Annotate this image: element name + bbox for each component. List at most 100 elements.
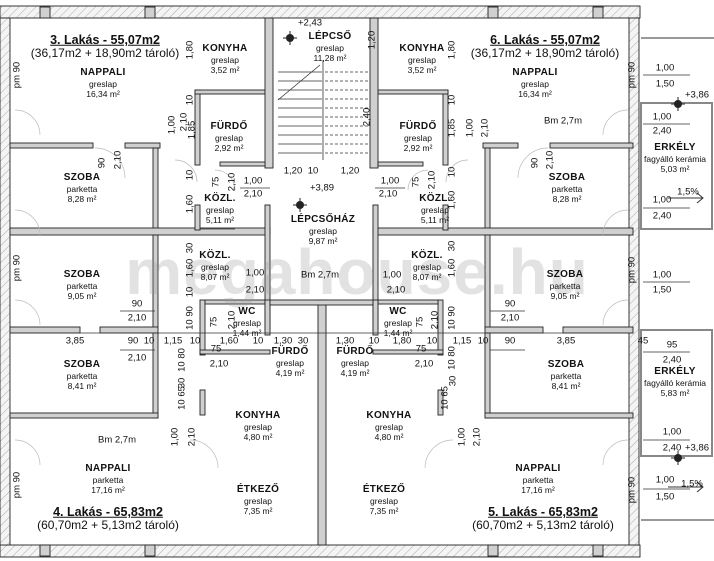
room-name: KÖZL. [419, 193, 451, 204]
dimension-label: 1,15 [452, 335, 472, 347]
dimension-label: 1,00 [652, 269, 672, 281]
dimension-label: 1,30 [273, 335, 293, 347]
room-floor-finish: parketta [522, 474, 554, 485]
unit-title: 4. Lakás - 65,83m2 [53, 504, 163, 519]
room-area: 2,92 m² [403, 142, 433, 153]
room-area: 8,41 m² [551, 380, 581, 391]
room-floor-finish: greslap [89, 78, 117, 89]
dimension-label: pm 90 [11, 61, 23, 89]
room-name: SZOBA [63, 269, 101, 280]
dimension-label: 1,15 [163, 335, 183, 347]
dimension-label: 75 [410, 176, 422, 188]
room-floor-finish: fagyálló kerámia [644, 153, 706, 164]
dimension-label: 10 [184, 286, 196, 298]
dimension-label: 10 [189, 335, 201, 347]
pillar [487, 544, 499, 557]
door-swing [174, 159, 198, 183]
room-area: 5,03 m² [660, 163, 690, 174]
room-name: SZOBA [546, 269, 584, 280]
room-floor-finish: greslap [408, 54, 436, 65]
wall [199, 299, 206, 356]
dimension-label: 75 [415, 343, 427, 355]
room-floor-finish: greslap [404, 132, 432, 143]
room-floor-finish: greslap [341, 357, 369, 368]
dimension-label: 2,10 [378, 188, 398, 200]
dimension-label: 1,00 [382, 269, 402, 281]
pillar [592, 544, 604, 557]
room-area: 8,41 m² [67, 380, 97, 391]
room-area: 4,80 m² [243, 431, 273, 442]
room-floor-finish: greslap [215, 132, 243, 143]
room-floor-finish: greslap [233, 317, 261, 328]
room-floor-finish: greslap [309, 225, 337, 236]
dimension-label: 90 [504, 298, 516, 310]
wall [369, 17, 379, 169]
dimension-label: 10 90 [446, 306, 458, 330]
door-swing [517, 147, 549, 179]
door-swing [424, 439, 454, 469]
level-elevation: +3,89 [309, 182, 335, 194]
slope-percent: 1,5% [677, 186, 699, 198]
room-floor-finish: greslap [375, 421, 403, 432]
room-area: 5,11 m² [205, 214, 235, 225]
dimension-label: 10 [368, 335, 380, 347]
dimension-label: 1,00 [456, 427, 468, 447]
room-area: 7,35 m² [243, 505, 273, 516]
room-name: NAPPALI [515, 463, 561, 474]
room-name: KONYHA [399, 43, 445, 54]
room-area: 7,35 m² [369, 505, 399, 516]
unit-title: 5. Lakás - 65,83m2 [488, 504, 598, 519]
door-swing [14, 209, 41, 236]
dimension-label: 10 [143, 335, 155, 347]
dimension-label: 1,60 [184, 194, 196, 214]
dimension-label: 1,50 [652, 284, 672, 296]
dimension-label: 1,00 [169, 427, 181, 447]
room-floor-finish: parketta [550, 370, 582, 381]
room-floor-finish: greslap [413, 261, 441, 272]
dimension-label: 2,10 [479, 118, 491, 138]
pillar [487, 6, 499, 19]
room-area: 2,92 m² [214, 142, 244, 153]
room-floor-finish: greslap [370, 495, 398, 506]
dimension-label: 1,60 [184, 258, 196, 278]
wall [9, 326, 81, 334]
room-floor-finish: parketta [92, 474, 124, 485]
door-swing [14, 299, 41, 326]
room-area: 9,05 m² [67, 290, 97, 301]
room-name: LÉPCSŐHÁZ [290, 214, 356, 225]
room-floor-finish: greslap [244, 421, 272, 432]
dimension-label: 10 65 [439, 386, 451, 410]
room-name: FÜRDŐ [336, 346, 374, 357]
wall [484, 412, 634, 419]
dimension-label: 1,00 [380, 175, 400, 187]
dimension-label: 10 [184, 94, 196, 106]
outer-wall-left [0, 17, 11, 546]
pillar [39, 544, 51, 557]
dimension-label: 1,20 [283, 165, 303, 177]
dimension-label: 10 90 [184, 306, 196, 330]
dimension-label: 1,00 [655, 62, 675, 74]
dimension-label: 2,10 [243, 188, 263, 200]
ceiling-height-note: Bm 2,7m [543, 115, 583, 127]
dimension-label: 2,10 [414, 358, 434, 370]
outer-wall-bottom [0, 544, 641, 558]
dimension-label: 1,85 [186, 120, 198, 140]
dimension-label: 90 [96, 157, 108, 169]
dimension-label: 10 80 [446, 346, 458, 370]
door-swing [94, 147, 126, 179]
unit-title: 3. Lakás - 55,07m2 [50, 32, 160, 47]
dimension-label: 30 [446, 240, 458, 252]
outer-wall-right [628, 17, 640, 546]
room-area: 8,28 m² [67, 193, 97, 204]
room-name: KÖZL. [199, 250, 231, 261]
door-swing [445, 159, 469, 183]
party-wall [317, 299, 327, 546]
dimension-label: 45 [637, 335, 649, 347]
dimension-label: 2,10 [426, 170, 438, 190]
door-swing [14, 109, 41, 136]
room-name: ERKÉLY [654, 142, 696, 153]
dimension-label: 1,80 [392, 335, 412, 347]
pillar [144, 6, 156, 19]
